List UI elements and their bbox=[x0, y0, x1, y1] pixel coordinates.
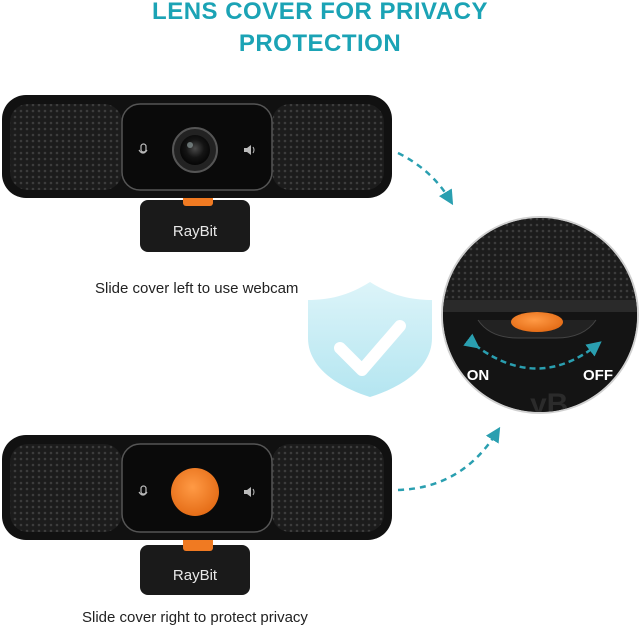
svg-text:yB: yB bbox=[530, 388, 568, 421]
speaker-icon bbox=[244, 145, 255, 155]
arrow-to-zoom bbox=[397, 151, 454, 206]
cover-slider-zoomed bbox=[511, 312, 563, 332]
off-label: OFF bbox=[583, 367, 613, 384]
lens bbox=[180, 135, 210, 165]
shield-check-icon bbox=[308, 282, 432, 397]
microphone-icon bbox=[138, 143, 148, 154]
speaker-icon bbox=[244, 487, 255, 497]
webcam-bottom: RayBit bbox=[2, 435, 392, 595]
caption-top: Slide cover left to use webcam bbox=[95, 280, 299, 297]
speaker-grille-right bbox=[272, 444, 384, 532]
caption-bottom: Slide cover right to protect privacy bbox=[82, 609, 308, 626]
cover-slider bbox=[183, 537, 213, 551]
arrow-from-zoom bbox=[397, 426, 501, 492]
lens-cover-closed bbox=[171, 468, 219, 516]
webcam-top: RayBit bbox=[2, 95, 392, 252]
speaker-grille-left bbox=[10, 444, 122, 532]
speaker-grille-left bbox=[10, 104, 122, 190]
page-title-line2: PROTECTION bbox=[238, 30, 402, 57]
zoom-detail: yB ON OFF bbox=[441, 216, 639, 421]
page-title-line1: LENS COVER FOR PRIVACY bbox=[152, 0, 488, 25]
speaker-grille-right bbox=[272, 104, 384, 190]
on-label: ON bbox=[467, 367, 490, 384]
brand-logo: RayBit bbox=[173, 223, 218, 240]
webcam-mount bbox=[140, 200, 250, 252]
webcam-mount bbox=[140, 545, 250, 595]
brand-logo: RayBit bbox=[173, 567, 218, 584]
microphone-icon bbox=[138, 485, 148, 496]
